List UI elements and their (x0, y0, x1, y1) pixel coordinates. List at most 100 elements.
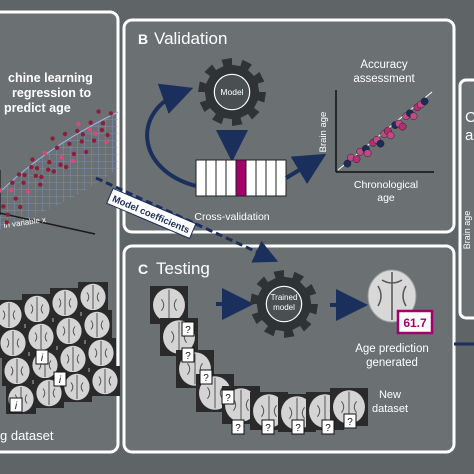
panel-a-title-line-3: predict age (4, 101, 71, 115)
svg-text:?: ? (325, 423, 331, 434)
regression-point (99, 127, 105, 133)
regression-point (47, 160, 52, 165)
prediction-value: 61.7 (403, 316, 427, 330)
panel-d-partial-2: a (465, 127, 474, 144)
regression-point (50, 136, 55, 141)
regression-point (25, 189, 31, 194)
training-fold (265, 159, 277, 197)
cv-to-accuracy-arrow (284, 153, 327, 185)
regression-point (22, 172, 27, 178)
regression-point (62, 131, 68, 137)
model-coefficients-arrow (95, 176, 279, 263)
training-fold (255, 159, 267, 197)
training-brain-tile (86, 338, 116, 368)
training-brain-tile (0, 300, 24, 330)
regression-point (75, 128, 80, 134)
regression-point (59, 155, 64, 160)
svg-text:?: ? (203, 373, 209, 384)
regression-point (1, 204, 6, 209)
regression-point (39, 174, 44, 180)
regression-point (29, 164, 34, 170)
svg-text:i: i (15, 401, 18, 412)
training-fold (225, 159, 237, 197)
regression-point (91, 138, 97, 143)
unknown-age-mark: ? (221, 389, 235, 405)
svg-text:?: ? (295, 423, 301, 434)
unknown-age-marks: ????????? (181, 321, 357, 435)
prediction-line-2: generated (366, 357, 418, 369)
regression-point (13, 196, 18, 201)
regression-point (87, 127, 92, 132)
accuracy-line-2: assessment (353, 73, 415, 85)
regression-point (10, 180, 15, 185)
training-brain-tile (34, 378, 64, 408)
training-brain-tile (50, 288, 80, 318)
regression-point (21, 180, 26, 185)
unknown-age-mark: ? (231, 419, 245, 435)
regression-point (63, 164, 69, 170)
trained-line-1: Trained (271, 293, 298, 302)
accuracy-line-1: Accuracy (360, 59, 408, 71)
panel-b-title: Validation (154, 29, 227, 48)
feedback-arrow (145, 83, 197, 188)
regression-point (9, 188, 14, 193)
regression-point (5, 212, 10, 217)
prediction-line-1: Age prediction (355, 343, 429, 355)
gear-hub (265, 285, 303, 323)
trained-line-2: model (273, 303, 295, 312)
panel-a: chine learning regression to predict age… (0, 10, 120, 454)
scatter-point (409, 112, 418, 121)
training-fold (275, 159, 287, 197)
regression-point (88, 120, 93, 125)
training-fold (195, 159, 207, 197)
training-brain-tile (2, 356, 32, 386)
regression-point (104, 139, 109, 144)
regression-point (105, 132, 110, 138)
training-brain-tile (62, 372, 92, 402)
training-brain-tile (26, 322, 56, 352)
training-brain-tile (58, 344, 88, 374)
accuracy-scatter (335, 90, 434, 173)
model-label: Model (220, 87, 243, 97)
regression-point (58, 162, 63, 167)
scatter-point (376, 139, 385, 148)
svg-text:?: ? (225, 393, 231, 404)
training-brain-tile (22, 294, 52, 324)
scatter-point (386, 131, 395, 140)
training-brain-tile (78, 282, 108, 312)
new-dataset-line-2: dataset (372, 403, 408, 415)
cv-label: Cross-validation (194, 211, 269, 223)
validation-fold (235, 159, 247, 197)
panel-a-title-line-2: regression to (12, 86, 92, 100)
panel-d-partial-1: C (465, 109, 474, 126)
regression-point (100, 121, 106, 126)
regression-surface (0, 112, 118, 230)
regression-point (54, 145, 60, 150)
regression-point (96, 109, 101, 114)
svg-text:i: i (41, 353, 44, 364)
panel-a-dataset-label: g dataset (0, 428, 54, 443)
regression-point (18, 204, 23, 210)
panel-c-letter: C (138, 261, 148, 277)
training-fold (245, 159, 257, 197)
scatter-point (352, 155, 361, 163)
regression-point (33, 173, 38, 178)
unknown-age-mark: ? (291, 419, 305, 435)
prediction-badge: 61.7 (396, 309, 434, 335)
unknown-age-mark: ? (181, 347, 195, 363)
regression-point (46, 167, 51, 172)
regression-point (70, 158, 76, 164)
scatter-point (363, 149, 372, 158)
svg-text:?: ? (235, 423, 241, 434)
regression-point (4, 220, 9, 225)
panel-d: C a Brain age (458, 78, 474, 320)
regression-point (42, 150, 47, 156)
regression-point (93, 131, 98, 136)
scatter-point (420, 97, 429, 106)
regression-point (16, 172, 22, 177)
regression-point (84, 149, 89, 155)
regression-point (76, 121, 81, 127)
regression-points (0, 109, 114, 225)
